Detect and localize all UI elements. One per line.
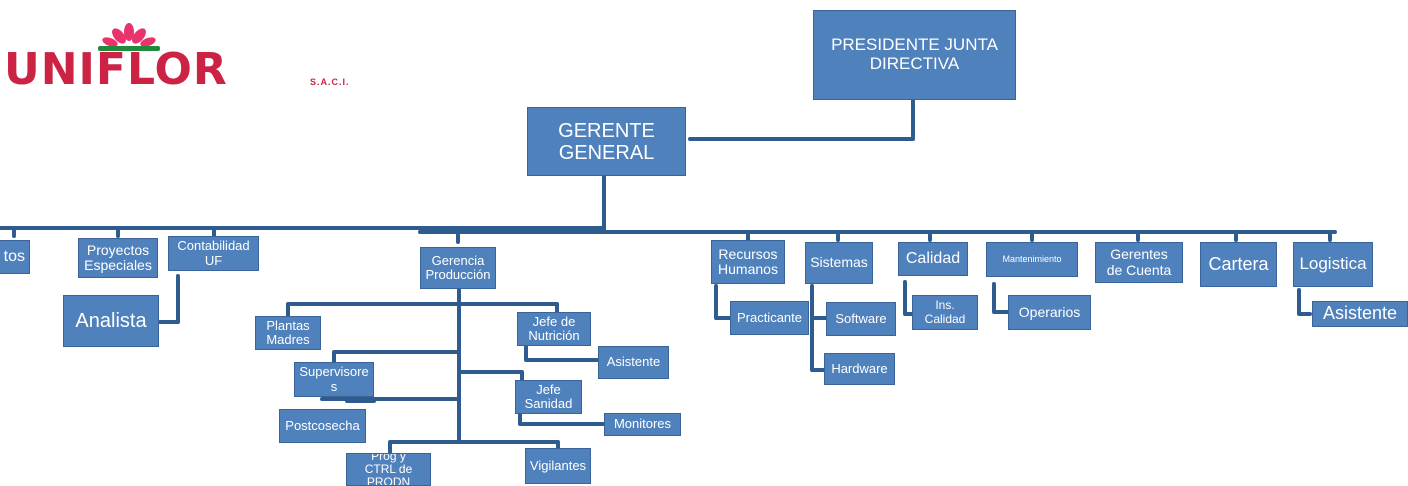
box-cartera: Cartera (1200, 242, 1277, 287)
box-operarios: Operarios (1008, 295, 1091, 330)
box-proyectos-especiales: Proyectos Especiales (78, 238, 158, 278)
box-recursos-humanos: Recursos Humanos (711, 240, 785, 284)
box-practicante: Practicante (730, 301, 809, 335)
box-ins-calidad: Ins. Calidad (912, 295, 978, 330)
box-asistente-produccion: Asistente (598, 346, 669, 379)
connector-plantas (286, 302, 559, 318)
connector-drops (12, 226, 1332, 244)
box-prog-ctrl-prodn: Prog y CTRL de PRODN (346, 453, 431, 486)
box-postcosecha: Postcosecha (279, 409, 366, 443)
box-sistemas: Sistemas (805, 242, 873, 284)
connector-sanidad-monitores (518, 410, 606, 426)
connector-main-bus (0, 226, 1337, 234)
connector-mant-operarios (992, 282, 1010, 314)
connector-nutricion-asistente (524, 344, 600, 362)
box-gerencia-produccion: Gerencia Producción (420, 247, 496, 289)
box-calidad: Calidad (898, 242, 968, 276)
box-gerente-general: GERENTE GENERAL (527, 107, 686, 176)
uniflor-logo: UNIFLOR S.A.C.I. (4, 22, 399, 96)
box-plantas-madres: Plantas Madres (255, 316, 321, 350)
box-contabilidad-uf: Contabilidad UF (168, 236, 259, 271)
box-software: Software (826, 302, 896, 336)
box-mantenimiento: Mantenimiento (986, 242, 1078, 277)
box-hardware: Hardware (824, 353, 895, 385)
box-presidente: PRESIDENTE JUNTA DIRECTIVA (813, 10, 1016, 100)
box-analista: Analista (63, 295, 159, 347)
box-vigilantes: Vigilantes (525, 448, 591, 484)
box-jefe-nutricion: Jefe de Nutrición (517, 312, 591, 346)
box-tos: tos (0, 240, 30, 274)
box-monitores: Monitores (604, 413, 681, 436)
box-supervisores: Supervisore s (294, 362, 374, 397)
box-gerentes-de-cuenta: Gerentes de Cuenta (1095, 242, 1183, 283)
connector-rrhh-practicante (714, 284, 732, 320)
logo-suffix: S.A.C.I. (310, 77, 350, 87)
box-asistente-logistica: Asistente (1312, 301, 1408, 327)
connector-president-gerente (688, 98, 915, 141)
box-logistica: Logistica (1293, 242, 1373, 287)
connector-calidad-ins (903, 280, 914, 316)
flower-icon (98, 23, 160, 51)
connector-supervisores (332, 350, 524, 382)
box-jefe-sanidad: Jefe Sanidad (515, 380, 582, 414)
connector-postcosecha (320, 397, 461, 418)
connector-logistica-asistente (1297, 288, 1312, 316)
logo-wordmark: UNIFLOR (4, 44, 228, 95)
connector-sistemas (810, 284, 828, 372)
connector-contabilidad-analista (158, 274, 180, 324)
